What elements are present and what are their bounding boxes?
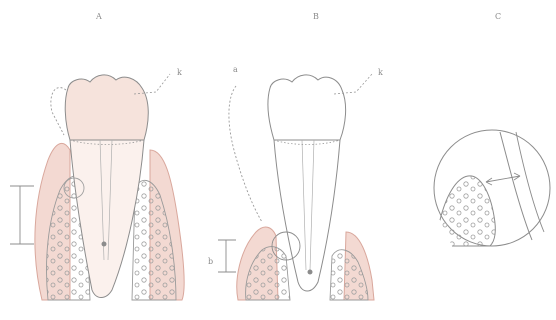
panel-a-crown [65, 75, 148, 140]
panel-a-apex-dot [102, 242, 107, 247]
panel-b [218, 74, 374, 300]
panel-c [434, 130, 550, 246]
panel-b-crown [268, 75, 346, 140]
panel-b-measure-bracket [218, 240, 236, 272]
panel-a-measure-bracket [10, 186, 34, 244]
panel-a [10, 74, 184, 300]
panel-b-apex-dot [308, 270, 313, 275]
panel-a-adjacent-tooth-outline [51, 88, 66, 135]
panel-b-dashed-outline [229, 86, 262, 222]
